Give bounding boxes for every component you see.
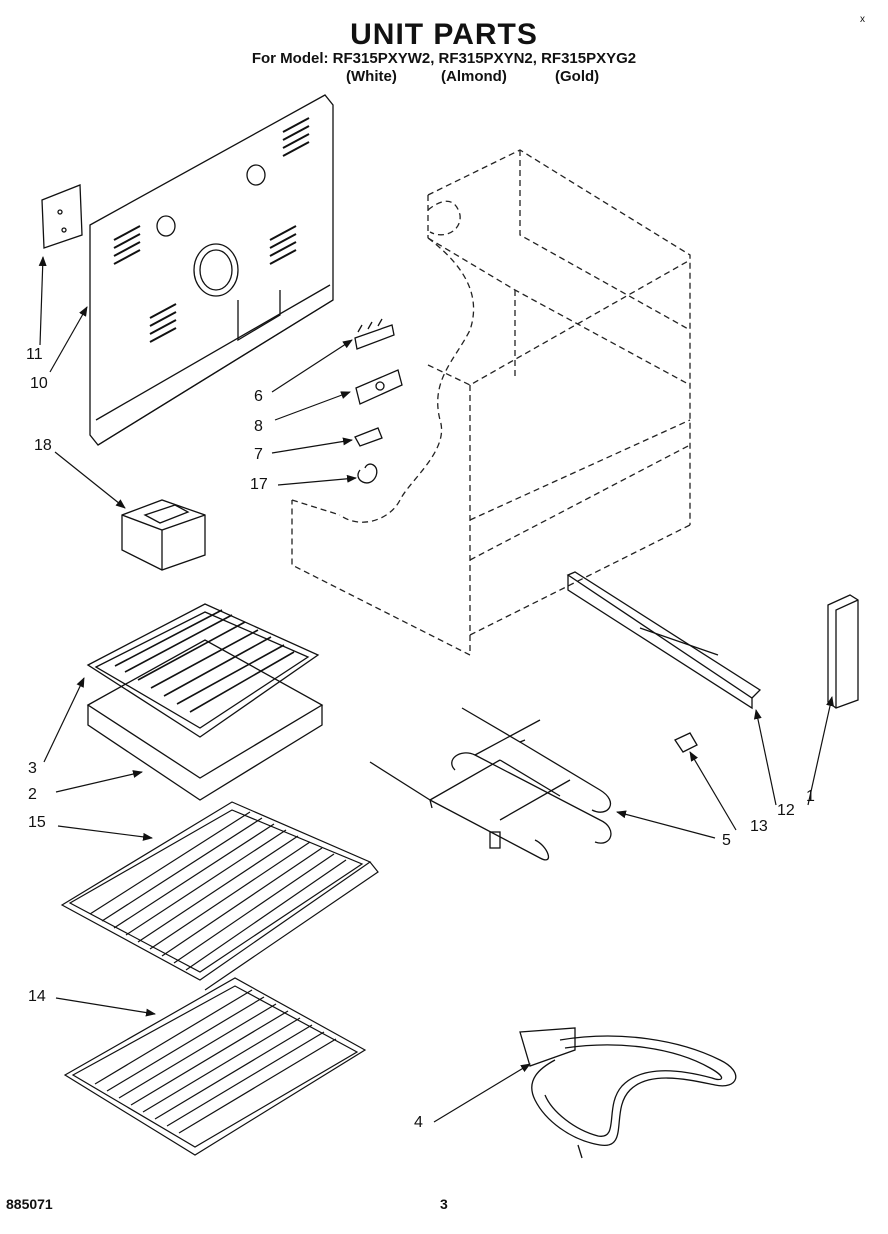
oven-rack-part-15: [60, 801, 379, 991]
callout-10: 10: [30, 375, 48, 392]
broil-element-part-4: [519, 1027, 737, 1159]
oven-rack-part-14: [63, 977, 367, 1156]
callout-15: 15: [28, 814, 46, 831]
callout-18: 18: [34, 437, 52, 454]
small-hardware-parts: [354, 318, 403, 484]
callout-17: 17: [250, 476, 268, 493]
callout-8: 8: [254, 418, 263, 435]
callout-13: 13: [750, 818, 768, 835]
callout-11: 11: [26, 346, 43, 363]
color-almond-label: (Almond): [441, 68, 507, 85]
page-number: 3: [440, 1196, 448, 1212]
control-box-part-18: [121, 499, 206, 571]
callout-14: 14: [28, 988, 46, 1005]
color-gold-label: (Gold): [555, 68, 600, 85]
callout-5: 5: [722, 832, 731, 849]
callout-7: 7: [254, 446, 263, 463]
callout-1: 1: [806, 788, 815, 805]
callout-12: 12: [777, 802, 795, 819]
callout-6: 6: [254, 388, 263, 405]
callout-2: 2: [28, 786, 37, 803]
callout-3: 3: [28, 760, 37, 777]
insulation-pad-part-11: [41, 184, 83, 249]
page-title: UNIT PARTS: [350, 18, 538, 51]
corner-mark: x: [860, 14, 865, 25]
callout-4: 4: [414, 1114, 423, 1131]
back-panel-part-10: [89, 94, 334, 446]
color-white-label: (White): [346, 68, 397, 85]
document-number: 885071: [6, 1196, 53, 1212]
rail-and-endcap-parts-1-12-13: [566, 571, 859, 753]
oven-cavity-outline: [291, 149, 691, 656]
bake-element-part-5: [369, 707, 612, 861]
model-list: For Model: RF315PXYW2, RF315PXYN2, RF315…: [251, 50, 637, 67]
leader-arrows: [38, 256, 834, 1123]
broiler-pan-parts-2-3: [86, 603, 324, 801]
